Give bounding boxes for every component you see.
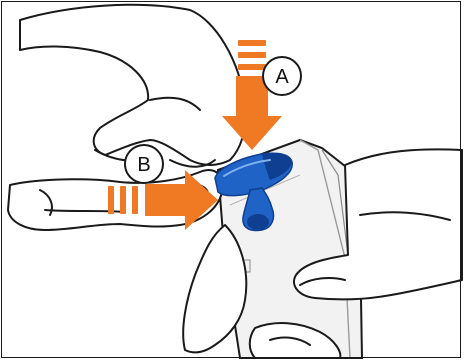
callout-b: B bbox=[124, 144, 164, 184]
arrow-b bbox=[108, 170, 218, 230]
lower-hand bbox=[182, 148, 463, 359]
callout-b-label: B bbox=[137, 154, 150, 176]
callout-a: A bbox=[262, 56, 302, 96]
arrow-a bbox=[222, 40, 282, 150]
callout-a-label: A bbox=[275, 66, 289, 88]
upper-hand bbox=[19, 3, 247, 168]
blue-release-lever bbox=[214, 152, 293, 232]
